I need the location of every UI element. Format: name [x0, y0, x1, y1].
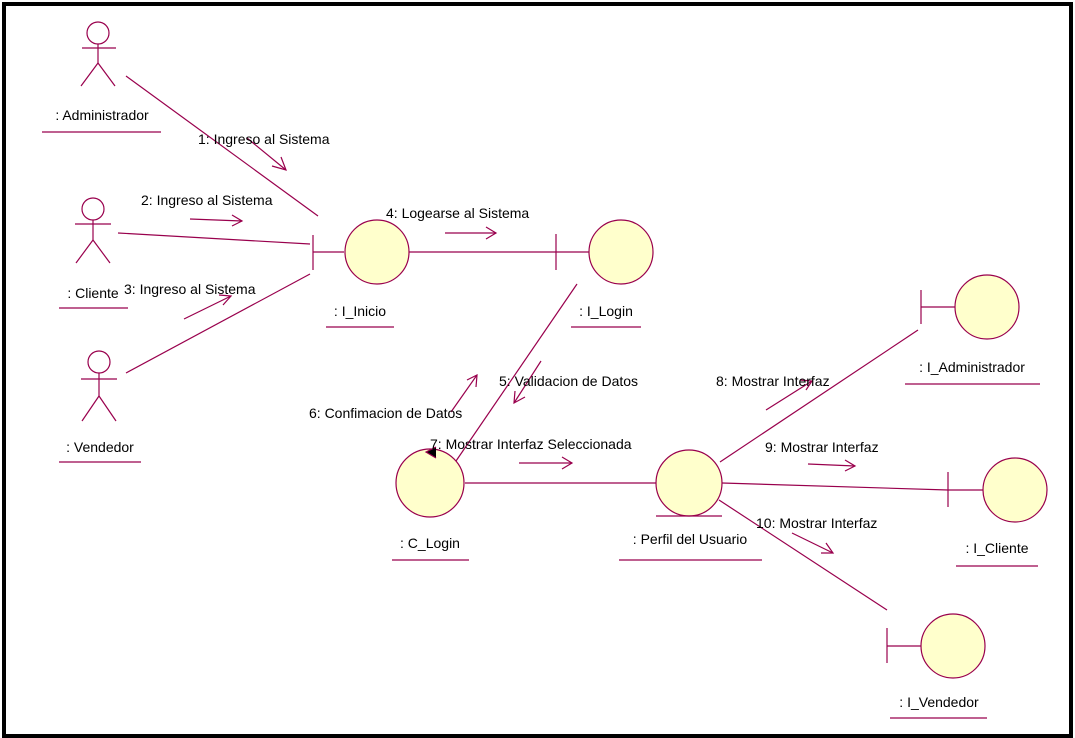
message-label-1: 1: Ingreso al Sistema	[198, 131, 330, 147]
object-i-cliente-label: : I_Cliente	[965, 540, 1028, 556]
link-perfil-icliente[interactable]	[721, 482, 949, 491]
object-c-login-label: : C_Login	[400, 535, 460, 551]
message-arrow-5	[513, 360, 542, 405]
message-label-7: 7: Mostrar Interfaz Seleccionada	[430, 436, 632, 452]
message-arrow-3	[183, 294, 233, 320]
link-administrador-inicio[interactable]	[125, 75, 319, 217]
message-arrow-9	[807, 459, 857, 472]
actor-vendedor-label: : Vendedor	[66, 439, 134, 455]
message-arrow-6	[450, 373, 478, 413]
actor-administrador-label: : Administrador	[55, 107, 149, 123]
message-label-6: 6: Confimacion de Datos	[309, 405, 462, 421]
message-arrow-8	[765, 379, 814, 411]
message-label-2: 2: Ingreso al Sistema	[141, 192, 273, 208]
message-label-5: 5: Validacion de Datos	[499, 373, 638, 389]
actor-administrador-icon[interactable]	[80, 21, 116, 87]
object-i-login-label: : I_Login	[579, 303, 633, 319]
message-arrow-4	[445, 226, 498, 240]
actor-cliente-label: : Cliente	[67, 285, 119, 301]
link-perfil-ivendedor[interactable]	[718, 499, 888, 611]
message-label-3: 3: Ingreso al Sistema	[124, 281, 256, 297]
boundary-i-login-icon[interactable]	[555, 219, 654, 285]
message-arrow-10	[791, 532, 835, 554]
actor-cliente-icon[interactable]	[75, 197, 111, 264]
object-i-administrador-label: : I_Administrador	[919, 359, 1025, 375]
boundary-i-administrador-icon[interactable]	[920, 274, 1020, 340]
link-vendedor-inicio[interactable]	[125, 273, 311, 374]
object-perfil-usuario-label: : Perfil del Usuario	[633, 531, 748, 547]
message-arrow-2	[189, 214, 244, 227]
message-arrow-1	[246, 137, 287, 171]
boundary-i-cliente-icon[interactable]	[947, 457, 1048, 523]
boundary-i-inicio-icon[interactable]	[312, 219, 410, 285]
link-login-clogin[interactable]	[455, 283, 578, 462]
link-perfil-iadministrador[interactable]	[719, 329, 919, 463]
object-i-vendedor-label: : I_Vendedor	[899, 694, 979, 710]
message-label-9: 9: Mostrar Interfaz	[765, 439, 879, 455]
actor-vendedor-icon[interactable]	[81, 350, 117, 422]
message-label-10: 10: Mostrar Interfaz	[756, 515, 877, 531]
message-label-8: 8: Mostrar Interfaz	[716, 373, 830, 389]
object-i-inicio-label: : I_Inicio	[334, 303, 386, 319]
link-cliente-inicio[interactable]	[117, 232, 311, 245]
message-arrow-7	[519, 456, 574, 470]
boundary-i-vendedor-icon[interactable]	[886, 613, 986, 679]
message-label-4: 4: Logearse al Sistema	[386, 205, 529, 221]
entity-perfil-usuario-icon[interactable]	[655, 449, 723, 517]
control-c-login-icon[interactable]	[395, 446, 465, 518]
